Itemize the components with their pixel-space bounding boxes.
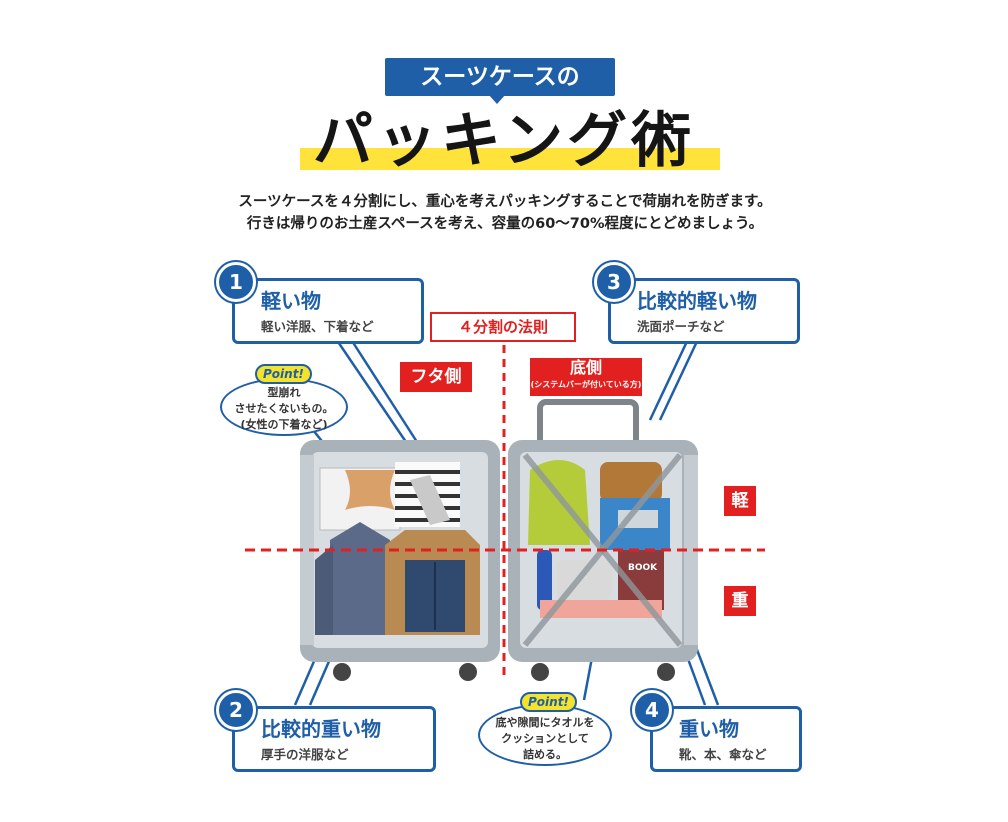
title-sub-banner: スーツケースの bbox=[385, 58, 615, 96]
suitcase-bottom: BOOK bbox=[508, 399, 698, 681]
callout-heavy-items: 重い物 靴、本、傘など bbox=[650, 706, 802, 772]
callout-2-subtitle: 厚手の洋服など bbox=[261, 747, 349, 762]
point-1-line-3: (女性の下着など) bbox=[240, 418, 328, 431]
callout-2-title: 比較的重い物 bbox=[261, 717, 381, 741]
point-2-line-2: クッションとして bbox=[501, 732, 589, 745]
callout-3-title: 比較的軽い物 bbox=[637, 289, 757, 313]
page-title: パッキング術 bbox=[312, 106, 696, 176]
description-line-1: スーツケースを４分割にし、重心を考えパッキングすることで荷崩れを防ぎます。 bbox=[238, 194, 772, 210]
point-1-badge: Point! bbox=[255, 364, 312, 384]
point-2-line-1: 底や隙間にタオルを bbox=[495, 716, 595, 729]
callout-3-pointer bbox=[648, 334, 702, 421]
suitcase-lid bbox=[300, 440, 500, 681]
callout-4-subtitle: 靴、本、傘など bbox=[679, 747, 767, 762]
callout-2-number: 2 bbox=[216, 690, 256, 730]
callout-3-subtitle: 洗面ポーチなど bbox=[637, 319, 725, 334]
title-sub-pointer bbox=[488, 94, 506, 104]
rule-label: ４分割の法則 bbox=[430, 312, 576, 342]
lid-side-label: フタ側 bbox=[400, 362, 472, 392]
callout-light-items: 軽い物 軽い洋服、下着など bbox=[232, 278, 424, 344]
callout-1-title: 軽い物 bbox=[261, 289, 321, 313]
callout-3-number: 3 bbox=[594, 262, 634, 302]
book-label: BOOK bbox=[628, 563, 658, 573]
point-bubble-1: 型崩れ させたくないもの。 (女性の下着など) bbox=[220, 378, 348, 436]
bottom-side-title: 底側 bbox=[569, 358, 602, 377]
point-2-badge: Point! bbox=[520, 692, 577, 712]
callout-4-number: 4 bbox=[632, 690, 672, 730]
point-1-line-1: 型崩れ bbox=[267, 386, 301, 399]
title-highlight bbox=[300, 148, 720, 170]
callout-lighter-items: 比較的軽い物 洗面ポーチなど bbox=[608, 278, 800, 344]
callout-4-title: 重い物 bbox=[679, 717, 739, 741]
point-bubble-2: 底や隙間にタオルを クッションとして 詰める。 bbox=[478, 704, 612, 766]
callout-1-number: 1 bbox=[216, 262, 256, 302]
callout-heavier-items: 比較的重い物 厚手の洋服など bbox=[232, 706, 436, 772]
point-1-line-2: させたくないもの。 bbox=[234, 402, 334, 415]
description-line-2: 行きは帰りのお土産スペースを考え、容量の60〜70%程度にとどめましょう。 bbox=[246, 216, 764, 232]
bottom-side-label: 底側 (システムバーが付いている方) bbox=[530, 358, 642, 396]
weight-heavy-label: 重 bbox=[724, 586, 756, 616]
callout-1-subtitle: 軽い洋服、下着など bbox=[261, 319, 374, 334]
bottom-side-note: (システムバーが付いている方) bbox=[530, 380, 642, 389]
weight-light-label: 軽 bbox=[724, 486, 756, 516]
point-2-line-3: 詰める。 bbox=[523, 748, 567, 761]
